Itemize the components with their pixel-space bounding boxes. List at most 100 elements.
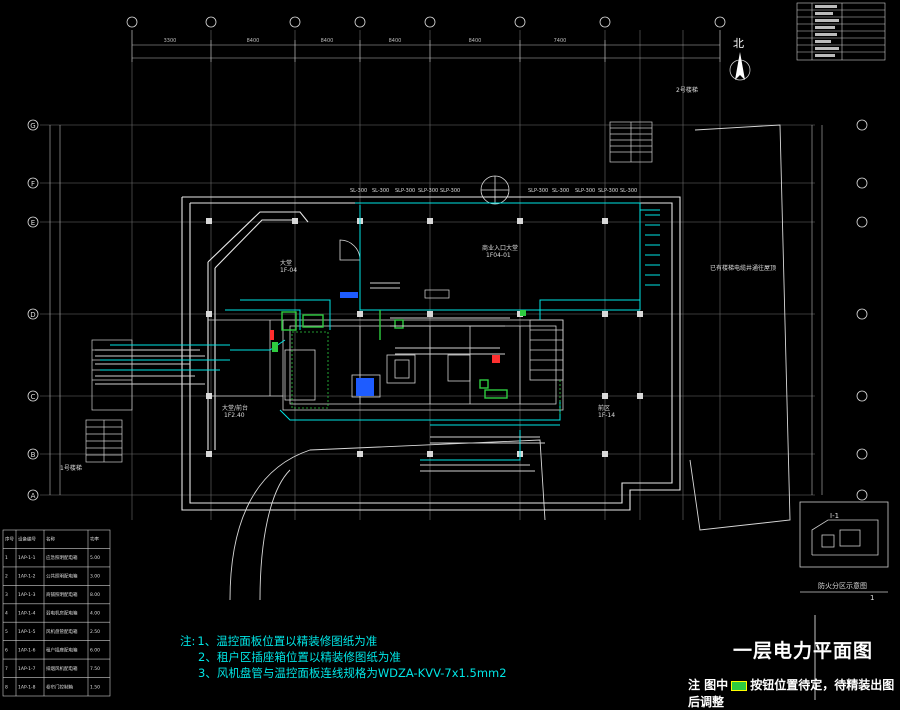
title-block-fill <box>815 5 839 57</box>
svg-text:SLP-300: SLP-300 <box>528 188 548 194</box>
svg-text:SLP-300: SLP-300 <box>395 188 415 194</box>
legend-header-cell: 序号 <box>5 536 14 543</box>
notes-block: 注:1、温控面板位置以精装修图纸为准 2、租户区插座箱位置以精装修图纸为准 3、… <box>180 633 507 681</box>
legend-cell: 卷帘门控制箱 <box>46 683 73 690</box>
axis-label: B <box>31 451 36 459</box>
grid-lines <box>40 30 815 520</box>
note-line-2: 2、租户区插座箱位置以精装修图纸为准 <box>198 650 401 664</box>
interior-walls <box>208 319 564 411</box>
legend-cell: 6 <box>5 647 8 653</box>
legend-cell: 5 <box>5 629 8 635</box>
dimension-label: 8400 <box>247 38 260 44</box>
svg-text:SLP-300: SLP-300 <box>575 188 595 194</box>
legend-header-cell: 名称 <box>46 536 55 543</box>
bottom-note-prefix: 注 图中 <box>688 678 729 692</box>
top-right-stair <box>609 121 653 163</box>
title-block <box>796 2 886 61</box>
legend-cell: 公共照明配电箱 <box>46 573 78 580</box>
legend-cell: 4.00 <box>90 611 100 617</box>
legend-cell: 租户插座配电箱 <box>46 646 78 653</box>
legend-cell: 弱电机房配电箱 <box>46 610 78 617</box>
legend-table <box>2 529 111 697</box>
room-sublabel: 1F-04 <box>280 267 297 274</box>
svg-text:SLP-300: SLP-300 <box>440 188 460 194</box>
legend-cell: 7.50 <box>90 666 100 672</box>
dimension-label: 3300 <box>164 38 177 44</box>
legend-cell: 1.50 <box>90 684 100 690</box>
dimension-label: 8400 <box>321 38 334 44</box>
fire-zone-number: 1 <box>870 594 874 602</box>
room-sublabel: 1F2.40 <box>224 412 245 419</box>
drawing-title: 一层电力平面图 <box>733 640 874 662</box>
stair-label: 1号楼梯 <box>60 464 82 472</box>
fire-zone-diagram <box>799 501 889 593</box>
legend-cell: 4 <box>5 611 8 617</box>
legend-cell: 1AP-1-8 <box>18 684 36 690</box>
svg-text:SL-300: SL-300 <box>372 188 389 194</box>
room-sublabel: 1F04-01 <box>486 252 511 259</box>
svg-text:SL-300: SL-300 <box>552 188 569 194</box>
legend-cell: 8.00 <box>90 592 100 598</box>
axis-label: F <box>31 180 35 188</box>
room-sublabel: 1F-14 <box>598 412 615 419</box>
cable-trays <box>100 202 660 461</box>
right-dimension-lines <box>811 125 823 495</box>
site-outline <box>229 124 816 700</box>
legend-cell: 商铺照明配电箱 <box>46 591 78 598</box>
legend-cell: 1AP-1-1 <box>18 555 36 561</box>
top-dimension-lines <box>131 30 721 62</box>
axis-bubbles <box>27 16 868 501</box>
room-label: 大堂 <box>280 259 292 267</box>
legend-cell: 2.50 <box>90 629 100 635</box>
axis-label: E <box>31 219 35 227</box>
left-dimension-lines <box>49 125 61 495</box>
left-stair <box>85 339 133 463</box>
legend-cell: 1 <box>5 555 8 561</box>
button-symbol-icon <box>731 680 748 691</box>
fire-zone-labels: 防火分区示意图 I-1 1 <box>818 512 874 602</box>
fire-zone-title: 防火分区示意图 <box>818 581 867 590</box>
notes-label: 注: <box>180 634 196 648</box>
legend-cell: 8 <box>5 684 8 690</box>
dimension-label: 8400 <box>469 38 482 44</box>
legend-cell: 6.00 <box>90 647 100 653</box>
legend-cell: 1AP-1-4 <box>18 611 36 617</box>
bottom-note: 注 图中按钮位置待定，待精装出图后调整 <box>688 676 900 710</box>
right-annotation: 已有楼梯电缆井通往屋顶 <box>710 264 776 272</box>
room-labels: 大堂 1F-04 商业入口大堂 1F04-01 大堂/前台 1F2.40 前区 … <box>60 86 776 472</box>
svg-text:SL-300: SL-300 <box>620 188 637 194</box>
building-outline <box>181 196 681 511</box>
svg-text:SL-300: SL-300 <box>350 188 367 194</box>
room-label: 大堂/前台 <box>222 404 248 412</box>
legend-cell: 1AP-1-3 <box>18 592 36 598</box>
svg-text:SLP-300: SLP-300 <box>598 188 618 194</box>
legend-cell: 7 <box>5 666 8 672</box>
legend-header-cell: 设备编号 <box>18 536 36 543</box>
room-label: 前区 <box>598 404 610 412</box>
axis-label: G <box>30 122 35 130</box>
north-label: 北 <box>733 37 744 50</box>
note-line-3: 3、风机盘管与温控面板连线规格为WDZA-KVV-7x1.5mm2 <box>198 666 507 680</box>
legend-cell: 1AP-1-2 <box>18 574 36 580</box>
axis-label: C <box>31 393 36 401</box>
room-label: 商业入口大堂 <box>482 244 518 252</box>
north-arrow-icon <box>729 52 751 81</box>
fire-zone-label: I-1 <box>830 512 839 520</box>
legend-cell: 5.00 <box>90 555 100 561</box>
axis-label: A <box>31 492 36 500</box>
stair-label: 2号楼梯 <box>676 86 698 94</box>
legend-cell: 3 <box>5 592 8 598</box>
note-line-1: 注:1、温控面板位置以精装修图纸为准 <box>180 634 378 648</box>
axis-labels: G F E D C B A <box>30 122 35 500</box>
legend-cell: 1AP-1-6 <box>18 647 36 653</box>
legend-cell: 排烟风机配电箱 <box>46 665 78 672</box>
legend-cell: 应急照明配电箱 <box>46 554 78 561</box>
svg-text:SLP-300: SLP-300 <box>418 188 438 194</box>
legend-cell: 3.00 <box>90 574 100 580</box>
legend-cell: 1AP-1-7 <box>18 666 36 672</box>
legend-header-cell: 功率 <box>90 536 99 543</box>
dimension-label: 8400 <box>389 38 402 44</box>
axis-label: D <box>30 311 35 319</box>
